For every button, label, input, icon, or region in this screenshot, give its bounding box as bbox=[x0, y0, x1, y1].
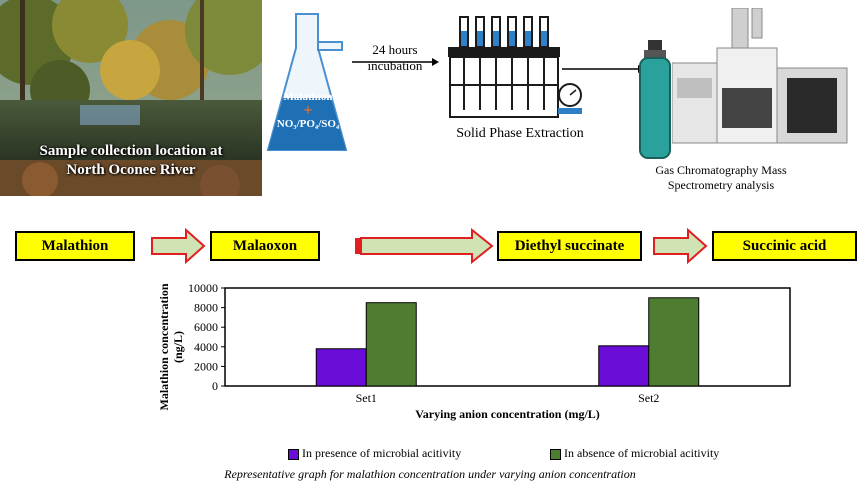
flask-anions: NO₃/PO₄/SO₄ bbox=[276, 118, 340, 130]
bar-absence-set2 bbox=[648, 297, 700, 387]
pathway-arrow-3-icon bbox=[653, 228, 708, 264]
pathway-diethyl-succinate: Diethyl succinate bbox=[497, 231, 642, 261]
flask-malathion: Malathion bbox=[283, 91, 333, 103]
photo-caption-line2: North Oconee River bbox=[66, 162, 196, 178]
gas-cylinder-icon bbox=[639, 40, 671, 159]
river-photo bbox=[0, 0, 262, 196]
bar-absence-set1 bbox=[365, 302, 417, 387]
pathway-arrow-1-icon bbox=[151, 228, 206, 264]
gcms-label: Gas Chromatography Mass Spectrometry ana… bbox=[646, 163, 796, 193]
y-tick-label: 0 bbox=[212, 379, 218, 393]
gcms-instrument-icon bbox=[672, 8, 848, 144]
x-tick-label: Set1 bbox=[356, 391, 377, 405]
figure-footnote: Representative graph for malathion conce… bbox=[224, 467, 636, 481]
x-axis-title: Varying anion concentration (mg/L) bbox=[415, 407, 600, 421]
gcms-line1: Gas Chromatography Mass bbox=[655, 163, 787, 177]
legend-label-presence: In presence of microbial acitivity bbox=[302, 446, 462, 460]
y-axis-title: Malathion concentration(ng/L) bbox=[157, 283, 185, 410]
incubation-arrow-icon bbox=[352, 58, 439, 66]
legend-swatch-absence bbox=[550, 449, 561, 460]
incubation-line1: 24 hours bbox=[372, 42, 418, 57]
erlenmeyer-flask-icon bbox=[266, 13, 348, 151]
flask-contents: Malathion + NO₃/PO₄/SO₄ bbox=[268, 91, 348, 131]
flask-plus: + bbox=[303, 102, 313, 119]
pathway-malathion: Malathion bbox=[15, 231, 135, 261]
pathway-succinic-acid: Succinic acid bbox=[712, 231, 857, 261]
photo-caption-line1: Sample collection location at bbox=[39, 143, 223, 159]
chart-legend: In presence of microbial acitivity In ab… bbox=[288, 446, 808, 462]
y-tick-label: 6000 bbox=[194, 320, 218, 334]
pathway-arrow-2-icon bbox=[355, 228, 494, 264]
pathway-malaoxon: Malaoxon bbox=[210, 231, 320, 261]
y-tick-label: 4000 bbox=[194, 340, 218, 354]
y-tick-label: 10000 bbox=[188, 281, 218, 295]
y-tick-label: 8000 bbox=[194, 301, 218, 315]
gcms-line2: Spectrometry analysis bbox=[667, 178, 775, 192]
legend-swatch-presence bbox=[288, 449, 299, 460]
x-tick-label: Set2 bbox=[638, 391, 659, 405]
chart-plot-area bbox=[224, 287, 791, 387]
spe-manifold-icon bbox=[448, 16, 582, 118]
spe-label: Solid Phase Extraction bbox=[456, 126, 584, 141]
y-tick-label: 2000 bbox=[194, 359, 218, 373]
legend-label-absence: In absence of microbial acitivity bbox=[564, 446, 720, 460]
bar-presence-set1 bbox=[315, 348, 367, 387]
bar-presence-set2 bbox=[598, 345, 650, 387]
photo-caption: Sample collection location at North Ocon… bbox=[0, 142, 262, 180]
